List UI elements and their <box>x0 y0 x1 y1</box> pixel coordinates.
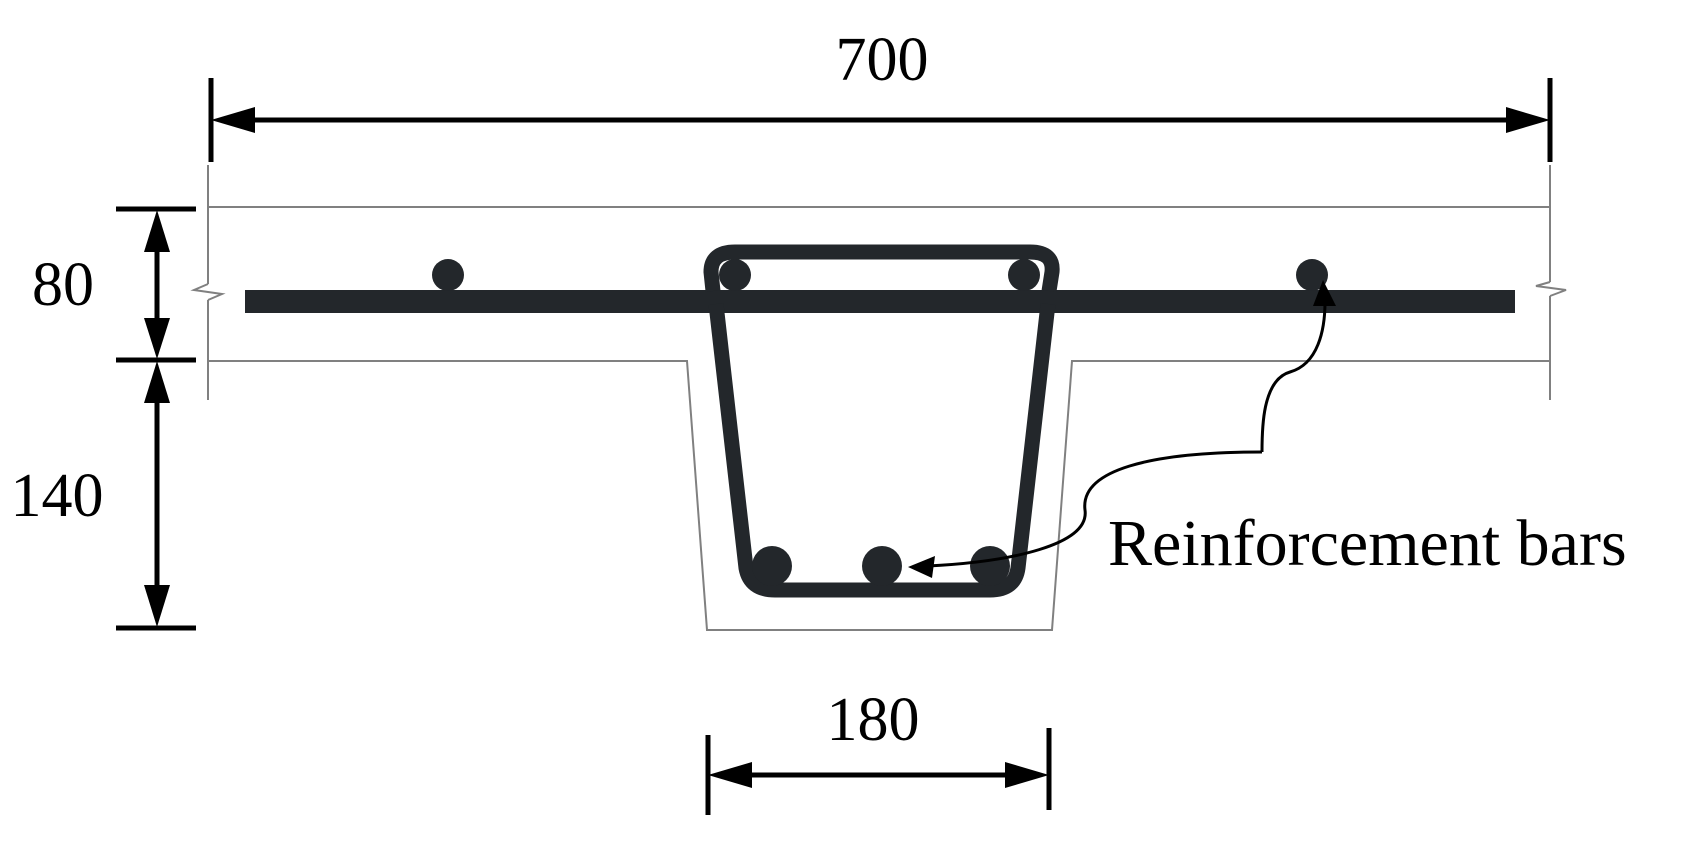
width-dimension <box>208 78 1553 162</box>
leader-to-flange-bar <box>1260 301 1327 453</box>
web-depth-label: 140 <box>11 462 104 530</box>
width-arrow-left <box>211 107 255 133</box>
reinforcement <box>245 244 1515 598</box>
stirrup-top-bar-left <box>719 259 751 291</box>
leader-to-bottom-bar <box>927 450 1263 568</box>
stirrup-legs <box>708 303 1056 598</box>
bottom-bar-right <box>970 546 1010 586</box>
flange-depth-label: 80 <box>32 251 94 319</box>
web-arrow-bottom <box>144 585 170 627</box>
concrete-outline <box>190 165 1567 631</box>
stirrup-top-bar-right <box>1008 259 1040 291</box>
flange-bar-right <box>1296 259 1328 291</box>
annotation-leaders <box>908 280 1336 578</box>
width-arrow-right <box>1506 107 1550 133</box>
right-break-symbol <box>1535 281 1567 297</box>
stirrup <box>703 244 1060 293</box>
leader-arrow-flange <box>1313 280 1336 306</box>
reinforcement-bars-label: Reinforcement bars <box>1108 507 1627 580</box>
depth-dimension <box>116 206 196 631</box>
bottom-bar-left <box>752 546 792 586</box>
width-label: 700 <box>836 26 929 94</box>
left-break-symbol <box>190 283 226 301</box>
flange-bar-left <box>432 259 464 291</box>
web-arrow-top <box>144 361 170 403</box>
web-width-label: 180 <box>827 686 920 754</box>
web-arrow-left <box>708 762 752 788</box>
bottom-bar-center <box>862 546 902 586</box>
web-width-dimension <box>705 728 1052 815</box>
web-arrow-right <box>1005 762 1049 788</box>
leader-arrow-bottom <box>908 556 935 578</box>
flange-bottom-web-outline <box>208 360 1550 631</box>
flange-arrow-bottom <box>144 318 170 359</box>
flange-transverse-bar <box>245 290 1515 313</box>
flange-arrow-top <box>144 210 170 252</box>
